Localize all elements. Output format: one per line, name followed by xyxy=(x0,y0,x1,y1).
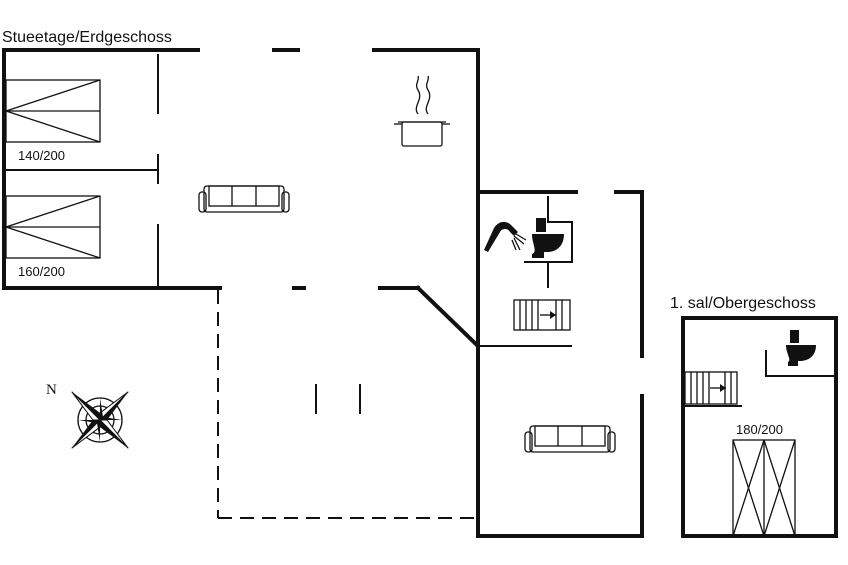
bed-size-label: 180/200 xyxy=(736,422,783,437)
bed-size-label: 160/200 xyxy=(18,264,65,279)
toilet-icon xyxy=(532,218,564,258)
bed-icon xyxy=(732,439,796,537)
sofa-icon xyxy=(524,425,616,453)
shower-icon xyxy=(484,221,527,252)
bed-icon xyxy=(5,195,101,259)
upper-floor-partitions xyxy=(765,350,834,377)
compass-north-label: N xyxy=(46,382,57,398)
stairs-icon xyxy=(684,371,742,407)
bed-icon xyxy=(5,79,101,143)
ground-floor-title: Stueetage/Erdgeschoss xyxy=(2,29,172,46)
compass-rose-icon xyxy=(71,391,129,449)
cooking-pot-icon xyxy=(394,75,450,147)
stairs-icon xyxy=(513,299,571,331)
terrace-outline xyxy=(217,290,476,519)
bed-size-label: 140/200 xyxy=(18,148,65,163)
ground-floor-walls xyxy=(2,48,644,538)
upper-floor-title: 1. sal/Obergeschoss xyxy=(670,295,816,312)
toilet-icon xyxy=(786,330,816,366)
sofa-icon xyxy=(198,185,290,213)
ground-floor-partitions xyxy=(4,54,572,347)
bathroom-fixtures xyxy=(524,196,573,263)
